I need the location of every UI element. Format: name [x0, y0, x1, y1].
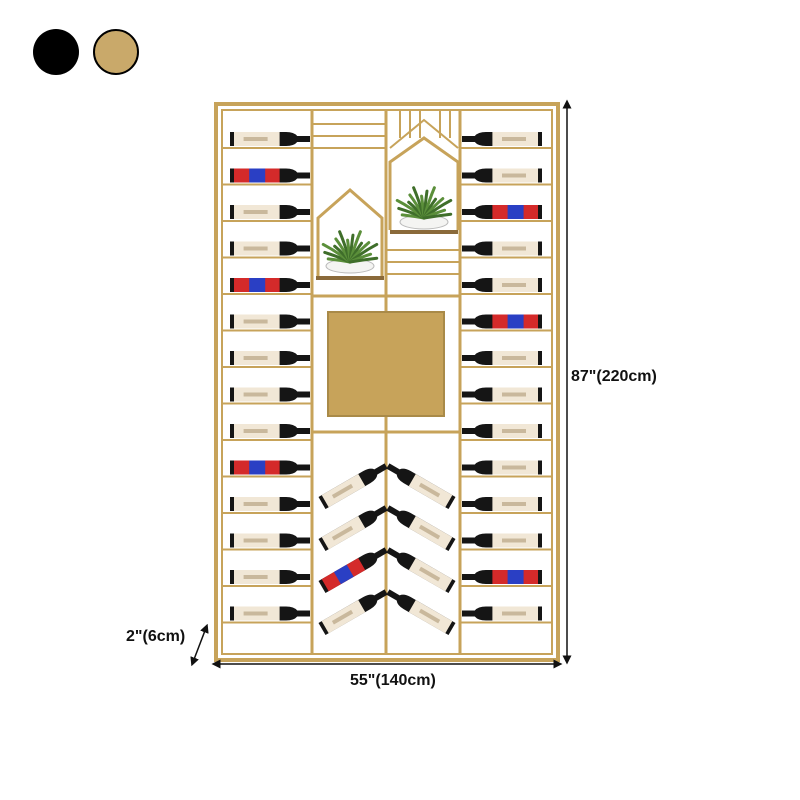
- label-text-mark: [418, 482, 441, 498]
- house-shelf-left: [316, 188, 384, 278]
- wine-bottle: [386, 463, 456, 510]
- wine-bottle: [230, 460, 310, 475]
- right-bottle-column: [462, 132, 542, 621]
- width-dimension-label: 55"(140cm): [350, 672, 436, 689]
- label-text-mark: [502, 356, 526, 360]
- wine-bottle: [462, 132, 542, 146]
- label-text-mark: [502, 538, 526, 543]
- wine-bottle: [462, 570, 542, 584]
- wine-bottle: [318, 589, 388, 636]
- wine-bottle: [230, 351, 310, 365]
- wine-bottle: [230, 387, 310, 402]
- label-text-mark: [502, 137, 526, 141]
- label-text-mark: [331, 483, 354, 499]
- rack-center-section: [312, 110, 460, 654]
- label-text-mark: [243, 246, 268, 251]
- wine-bottle: [318, 463, 388, 510]
- wine-bottle: [462, 241, 542, 256]
- label-text-mark: [243, 319, 268, 324]
- label-text-mark: [243, 392, 268, 397]
- bottle-label-blue: [249, 460, 266, 475]
- gold-color-swatch[interactable]: [93, 29, 139, 75]
- wine-bottle: [230, 424, 310, 438]
- wine-bottle: [462, 351, 542, 365]
- wine-bottle: [230, 533, 310, 548]
- label-text-mark: [243, 575, 268, 579]
- bottle-label-blue: [507, 570, 524, 584]
- depth-dimension-line: [190, 623, 209, 667]
- label-text-mark: [418, 524, 441, 540]
- bottle-label-blue: [333, 564, 354, 585]
- depth-dimension-label: 2"(6cm): [126, 628, 186, 645]
- label-text-mark: [243, 538, 268, 543]
- label-text-mark: [502, 173, 526, 178]
- wine-bottle: [318, 547, 388, 594]
- bottle-label-blue: [249, 168, 266, 183]
- label-text-mark: [418, 566, 441, 582]
- black-color-swatch[interactable]: [33, 29, 79, 75]
- plant-leaf: [348, 256, 379, 264]
- wine-bottle: [462, 278, 542, 292]
- wine-bottle: [462, 387, 542, 402]
- label-text-mark: [243, 502, 268, 506]
- decorative-panel: [327, 311, 445, 417]
- label-text-mark: [243, 429, 268, 433]
- wine-bottle: [386, 547, 456, 594]
- bottle-label-blue: [507, 205, 524, 219]
- label-text-mark: [502, 502, 526, 506]
- label-text-mark: [502, 283, 526, 287]
- label-text-mark: [243, 611, 268, 616]
- label-text-mark: [331, 525, 354, 541]
- label-text-mark: [502, 429, 526, 433]
- label-text-mark: [243, 137, 268, 141]
- height-dimension-label: 87"(220cm): [571, 368, 657, 385]
- wine-bottle: [230, 314, 310, 329]
- wine-bottle: [230, 570, 310, 584]
- wine-bottle: [462, 497, 542, 511]
- diagonal-bottle-section: [318, 463, 456, 636]
- label-text-mark: [331, 609, 354, 625]
- wine-bottle: [462, 205, 542, 219]
- bottle-label-blue: [249, 278, 266, 292]
- label-text-mark: [502, 246, 526, 251]
- potted-plant: [395, 186, 453, 230]
- wine-bottle: [230, 132, 310, 146]
- wine-bottle: [386, 589, 456, 636]
- wine-bottle: [318, 505, 388, 552]
- wine-bottle: [230, 205, 310, 219]
- wine-bottle: [386, 505, 456, 552]
- label-text-mark: [418, 608, 441, 624]
- house-shelf-right: [388, 136, 460, 230]
- wine-bottle: [230, 168, 310, 183]
- wine-bottle: [230, 278, 310, 292]
- wine-bottle: [462, 606, 542, 621]
- label-text-mark: [243, 210, 268, 214]
- plant-leaf: [422, 212, 453, 220]
- label-text-mark: [502, 465, 526, 470]
- wine-bottle: [462, 533, 542, 548]
- wine-bottle: [462, 460, 542, 475]
- wine-bottle: [230, 606, 310, 621]
- label-text-mark: [502, 611, 526, 616]
- wine-bottle: [230, 241, 310, 256]
- label-text-mark: [502, 392, 526, 397]
- potted-plant: [321, 230, 379, 274]
- wine-bottle: [230, 497, 310, 511]
- wine-bottle: [462, 168, 542, 183]
- label-text-mark: [243, 356, 268, 360]
- wine-bottle: [462, 314, 542, 329]
- left-bottle-column: [230, 132, 310, 621]
- wine-bottle: [462, 424, 542, 438]
- bottle-label-blue: [507, 314, 524, 329]
- roof-line: [389, 118, 459, 149]
